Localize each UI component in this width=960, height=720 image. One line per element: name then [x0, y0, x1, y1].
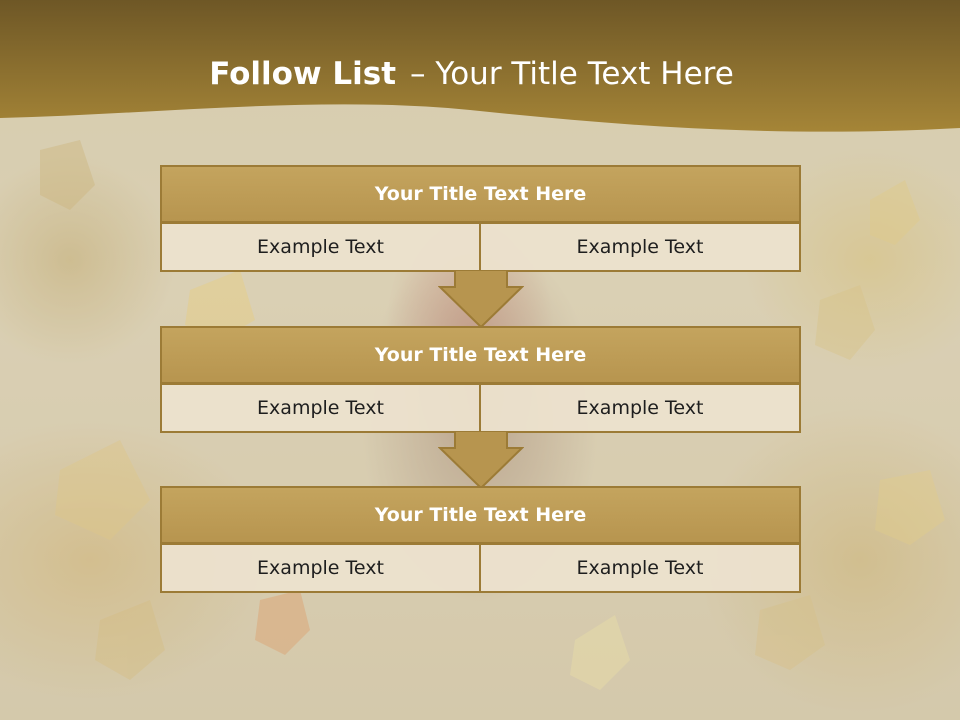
block-cell-left: Example Text — [160, 543, 481, 593]
page-title: Follow List – Your Title Text Here — [0, 54, 943, 94]
block-cell-left: Example Text — [160, 383, 481, 433]
block-cell-left: Example Text — [160, 222, 481, 272]
header-band — [0, 0, 960, 132]
title-rest: – Your Title Text Here — [410, 56, 734, 92]
down-arrow-icon — [438, 270, 524, 329]
title-bold: Follow List — [209, 56, 397, 92]
down-arrow-icon — [438, 431, 524, 490]
block-title: Your Title Text Here — [160, 165, 801, 223]
block-cell-right: Example Text — [479, 222, 801, 272]
block-title: Your Title Text Here — [160, 486, 801, 544]
block-cell-right: Example Text — [479, 543, 801, 593]
block-cell-right: Example Text — [479, 383, 801, 433]
block-title: Your Title Text Here — [160, 326, 801, 384]
